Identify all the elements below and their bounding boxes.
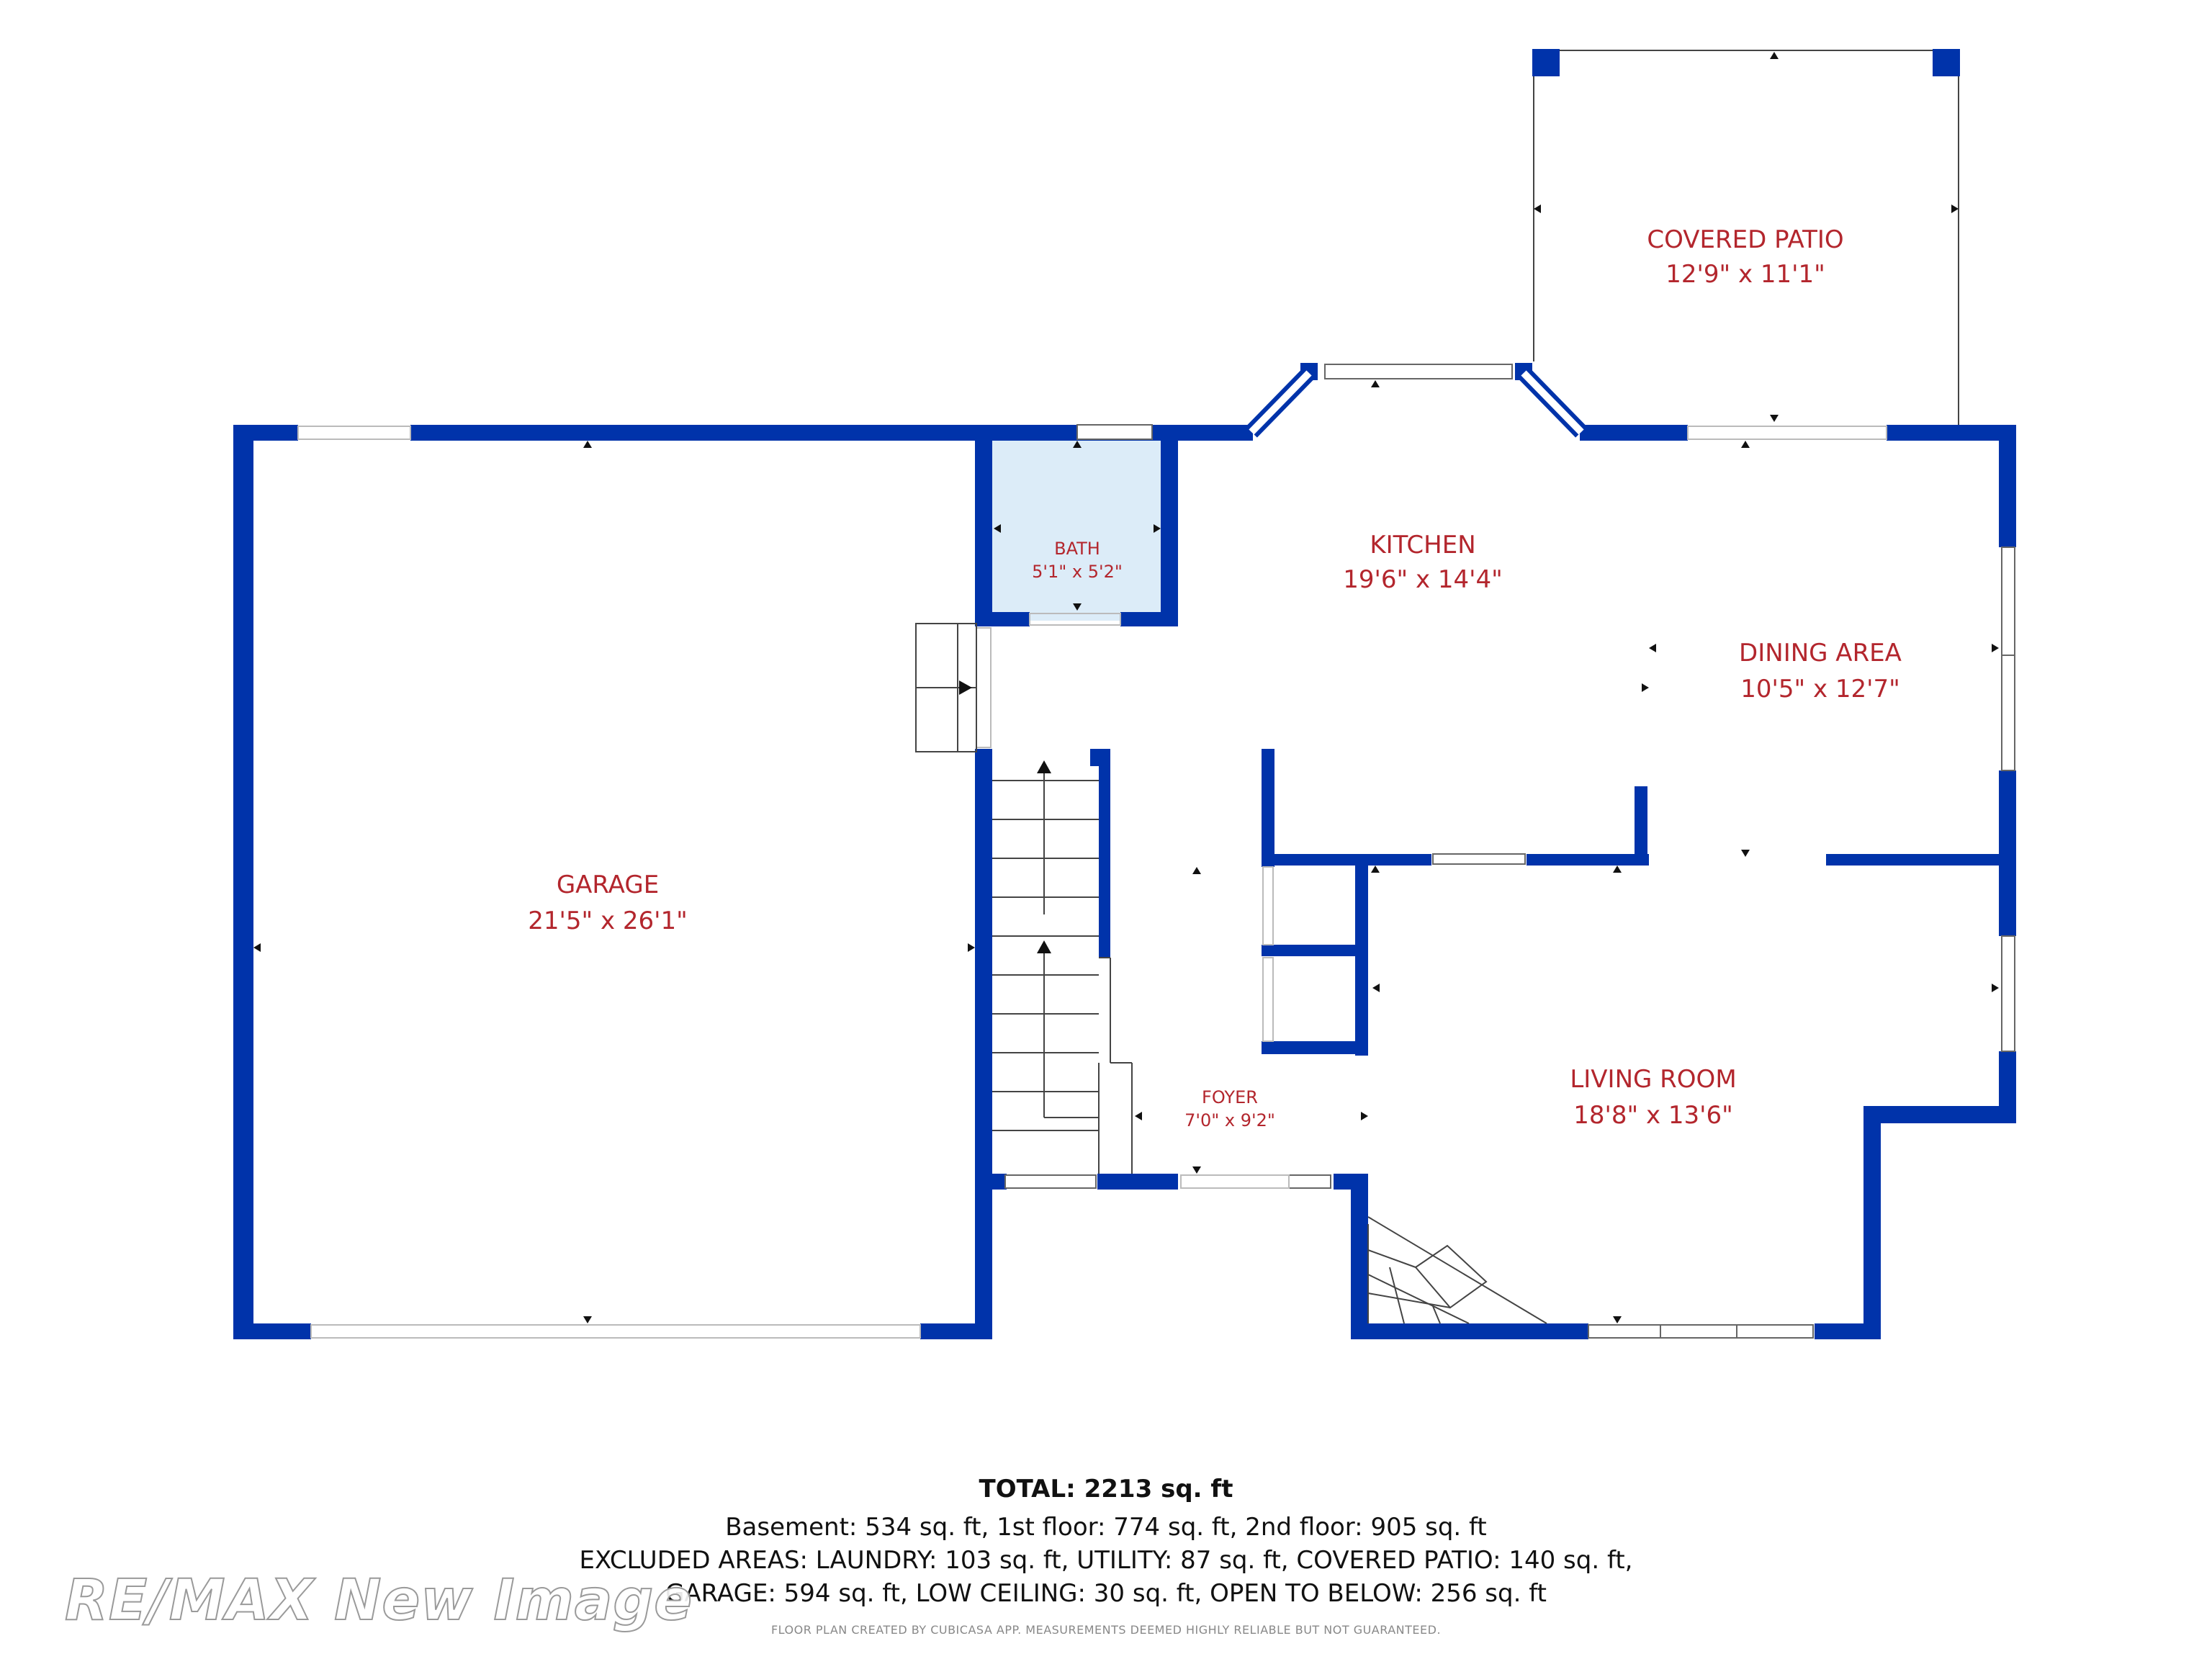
excluded-areas-line-2: GARAGE: 594 sq. ft, LOW CEILING: 30 sq. … <box>665 1579 1547 1608</box>
patio-post-right <box>1933 49 1960 76</box>
windows <box>1004 364 2015 1339</box>
patio-post-left <box>1532 49 1560 76</box>
room-label-living-room: LIVING ROOM <box>1570 1065 1736 1094</box>
total-area: TOTAL: 2213 sq. ft <box>0 1475 2212 1503</box>
total-label: TOTAL: <box>979 1475 1076 1503</box>
excluded-areas-line-1: EXCLUDED AREAS: LAUNDRY: 103 sq. ft, UTI… <box>579 1546 1633 1575</box>
floor-areas-line: Basement: 534 sq. ft, 1st floor: 774 sq.… <box>725 1513 1487 1542</box>
disclaimer: FLOOR PLAN CREATED BY CUBICASA APP. MEAS… <box>770 1623 1442 1637</box>
staircase <box>992 763 1133 1174</box>
stair-arrow-lower <box>1037 940 1051 953</box>
dimension-markers <box>253 52 1999 1323</box>
brand-watermark: RE/MAX New Image <box>64 1568 693 1634</box>
room-dim-foyer: 7'0" x 9'2" <box>1184 1110 1275 1130</box>
room-dim-kitchen: 19'6" x 14'4" <box>1343 565 1503 594</box>
area-breakdown: Basement: 534 sq. ft, 1st floor: 774 sq.… <box>0 1511 2212 1610</box>
stair-arrow-upper <box>1037 760 1051 773</box>
step-arrow <box>959 680 972 695</box>
room-label-foyer: FOYER <box>1202 1087 1258 1107</box>
room-label-dining-area: DINING AREA <box>1739 639 1902 667</box>
room-label-garage: GARAGE <box>557 871 659 899</box>
total-value: 2213 sq. ft <box>1084 1475 1233 1503</box>
covered-patio-outline <box>1533 50 1959 425</box>
room-dim-covered-patio: 12'9" x 11'1" <box>1665 260 1825 289</box>
door-openings <box>297 426 1887 1339</box>
room-dim-garage: 21'5" x 26'1" <box>528 907 688 935</box>
walls <box>233 363 2016 1339</box>
room-label-covered-patio: COVERED PATIO <box>1647 225 1843 254</box>
room-dim-living-room: 18'8" x 13'6" <box>1573 1101 1733 1130</box>
bay-window-angled <box>1246 367 1587 438</box>
room-dim-bath: 5'1" x 5'2" <box>1032 562 1123 582</box>
room-dim-dining-area: 10'5" x 12'7" <box>1740 675 1900 703</box>
bath-floor-fill <box>992 441 1165 621</box>
fireplace <box>1367 1216 1547 1324</box>
room-label-bath: BATH <box>1054 539 1100 559</box>
room-label-kitchen: KITCHEN <box>1370 531 1475 559</box>
